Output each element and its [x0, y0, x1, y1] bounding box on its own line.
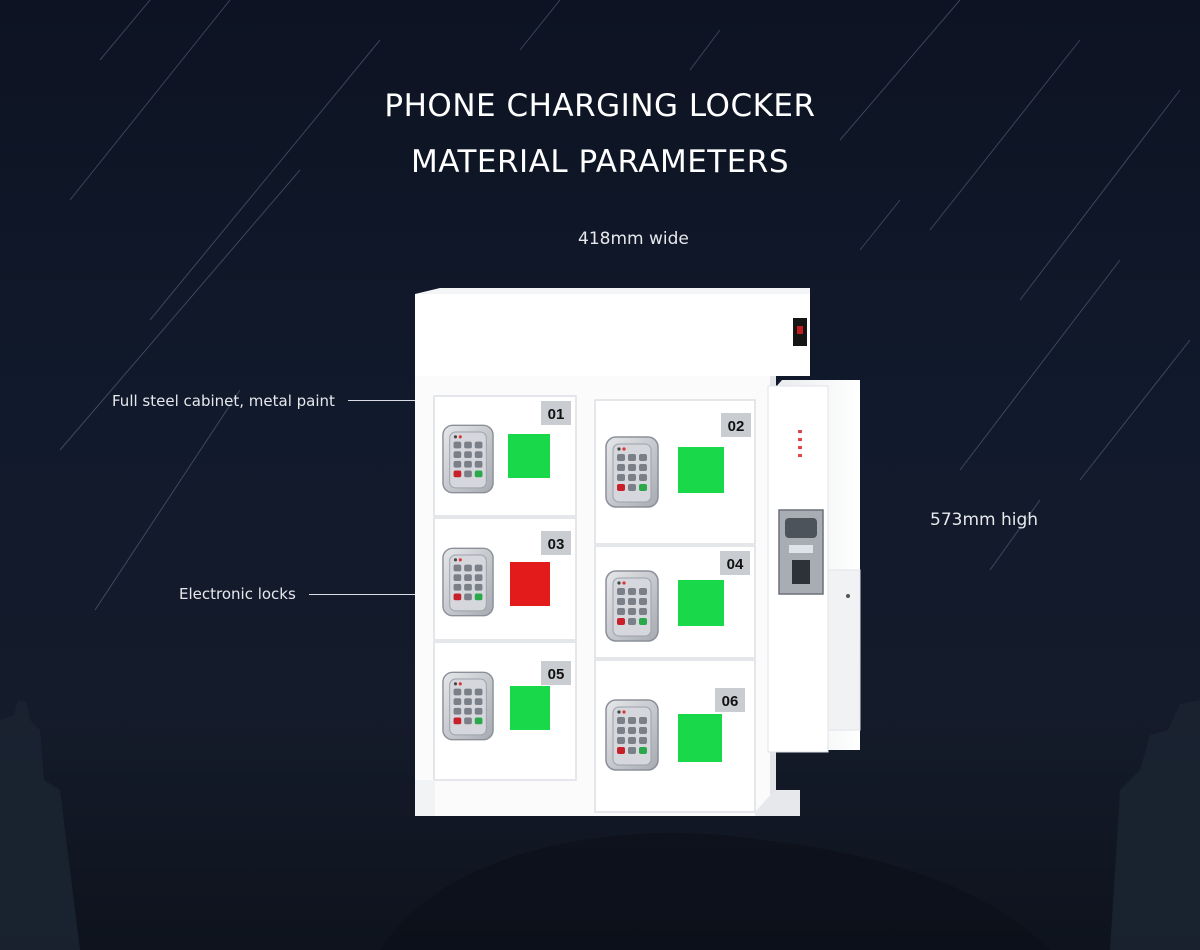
status-light-05 — [510, 686, 550, 730]
cabinet-callout-leader-line — [348, 400, 418, 401]
cabinet-material-callout: Full steel cabinet, metal paint — [112, 392, 335, 410]
svg-text:01: 01 — [548, 406, 565, 423]
top-cabinet-box — [415, 288, 810, 376]
svg-text:05: 05 — [548, 666, 565, 683]
status-light-04 — [678, 580, 724, 626]
locker-door-01: 01 — [433, 395, 577, 517]
height-dimension-label: 573mm high — [930, 510, 1039, 530]
page-title-line-2: MATERIAL PARAMETERS — [410, 144, 790, 180]
locker-door-03: 03 — [433, 517, 577, 641]
locker-door-02: 02 — [594, 399, 756, 545]
svg-text:02: 02 — [728, 418, 745, 435]
locker-door-04: 04 — [594, 545, 756, 659]
locker-door-06: 06 — [594, 659, 756, 813]
locker-door-05: 05 — [433, 641, 577, 781]
page-title-line-1: PHONE CHARGING LOCKER — [384, 88, 816, 124]
locks-callout-leader-line — [309, 594, 449, 595]
width-dimension-label: 418mm wide — [578, 229, 689, 249]
status-light-03 — [510, 562, 550, 606]
status-light-01 — [508, 434, 550, 478]
status-light-02 — [678, 447, 724, 493]
svg-text:04: 04 — [727, 556, 744, 573]
status-light-06 — [678, 714, 722, 762]
coin-acceptor-unit — [767, 380, 861, 753]
electronic-locks-callout: Electronic locks — [179, 585, 296, 603]
svg-text:06: 06 — [722, 693, 739, 710]
svg-text:03: 03 — [548, 536, 565, 553]
